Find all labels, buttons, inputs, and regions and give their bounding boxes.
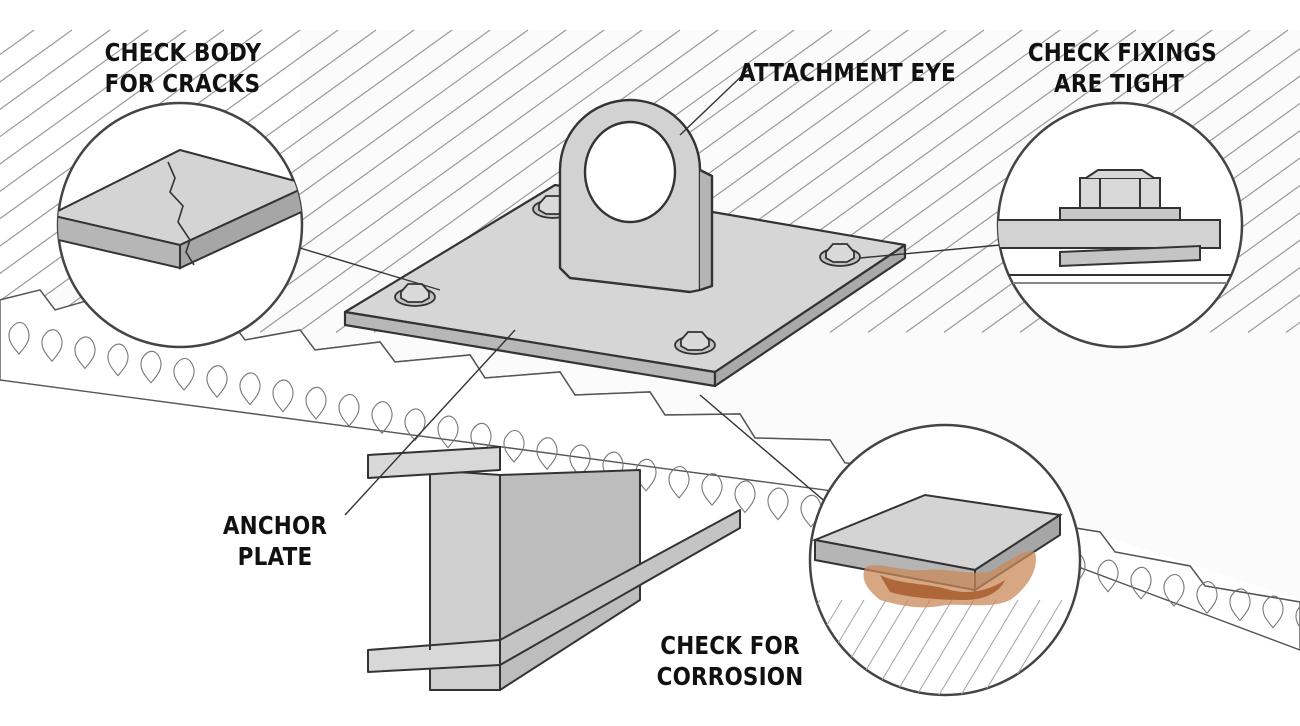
label-check-for-corrosion-line2: CORROSION <box>656 662 804 691</box>
label-attachment-eye-line1: ATTACHMENT EYE <box>738 58 956 87</box>
label-anchor-plate-line2: PLATE <box>237 542 313 571</box>
label-check-body-for-cracks: CHECK BODY FOR CRACKS <box>104 37 262 99</box>
label-check-fixings-line1: CHECK FIXINGS <box>1027 38 1217 67</box>
label-check-body-line2: FOR CRACKS <box>104 69 261 98</box>
detail-circle-cracks <box>56 101 304 349</box>
label-check-fixings-are-tight: CHECK FIXINGS ARE TIGHT <box>1027 37 1217 99</box>
label-check-fixings-line2: ARE TIGHT <box>1054 69 1184 98</box>
label-anchor-plate-line1: ANCHOR <box>222 511 328 540</box>
label-attachment-eye: ATTACHMENT EYE <box>738 57 956 88</box>
attachment-eye <box>558 98 714 294</box>
detail-circle-fixings <box>996 101 1244 349</box>
leader-lines <box>289 69 1001 516</box>
label-check-for-corrosion-line1: CHECK FOR <box>660 631 800 660</box>
i-beam <box>367 446 741 691</box>
label-check-for-corrosion: CHECK FOR CORROSION <box>653 630 808 692</box>
label-check-body-line1: CHECK BODY <box>104 38 262 67</box>
label-anchor-plate: ANCHOR PLATE <box>215 510 335 572</box>
